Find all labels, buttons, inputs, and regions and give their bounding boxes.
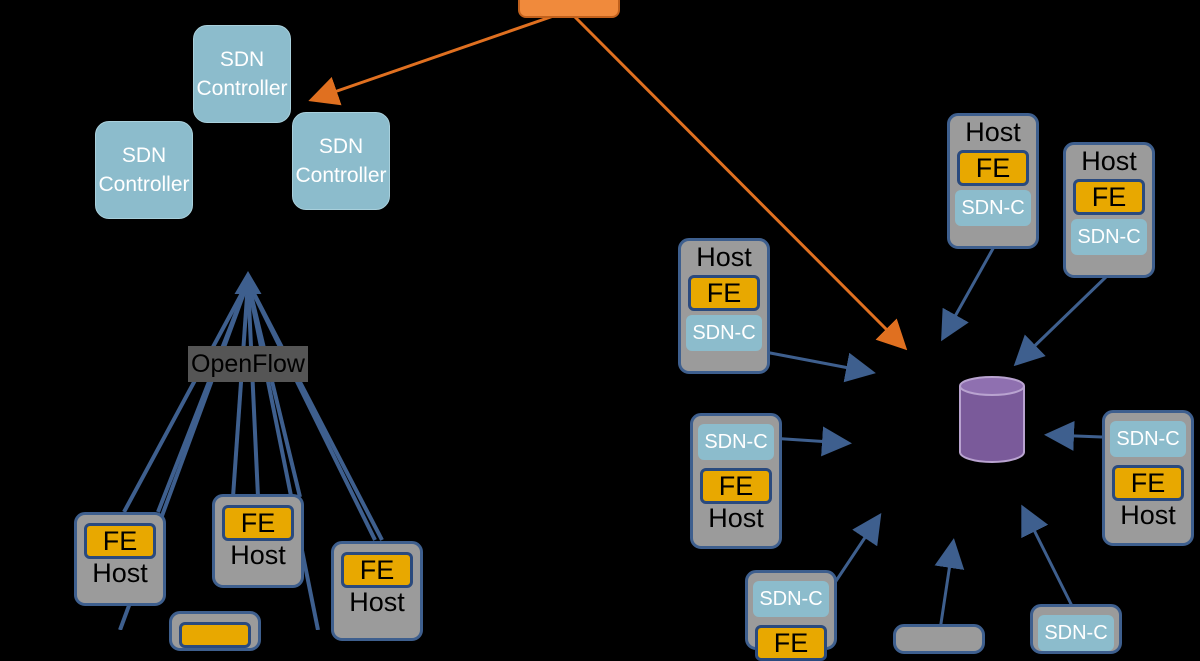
- left-host-2: FE Host: [212, 494, 304, 588]
- database-icon: [959, 376, 1025, 463]
- right-host-left-lower: SDN-C FE Host: [690, 413, 782, 549]
- host-label: Host: [1081, 146, 1137, 176]
- host-label: Host: [92, 558, 148, 588]
- sdnc-box: SDN-C: [1110, 421, 1186, 457]
- fe-box: FE: [1112, 465, 1184, 501]
- controller-label-line1: SDN: [219, 48, 265, 71]
- right-host-left-upper: Host FE SDN-C: [678, 238, 770, 374]
- fe-box: FE: [222, 505, 294, 541]
- fe-box: FE: [688, 275, 760, 311]
- controller-label-line1: SDN: [318, 135, 364, 158]
- left-host-3: FE Host: [331, 541, 423, 641]
- fe-box: FE: [700, 468, 772, 504]
- right-host-bottom-left: SDN-C FE: [745, 570, 837, 661]
- fe-box: FE: [755, 625, 827, 661]
- host-label: Host: [696, 242, 752, 272]
- fe-box: FE: [957, 150, 1029, 186]
- controller-label-line2: Controller: [98, 173, 190, 196]
- openflow-label: OpenFlow: [188, 346, 308, 382]
- right-host-top-1: Host FE SDN-C: [947, 113, 1039, 249]
- right-host-bottom-right: SDN-C: [1030, 604, 1122, 654]
- controller-label-line2: Controller: [295, 164, 387, 187]
- connection-lines: [118, 10, 1110, 630]
- sdnc-box: SDN-C: [753, 581, 829, 617]
- right-host-top-2: Host FE SDN-C: [1063, 142, 1155, 278]
- right-host-right: SDN-C FE Host: [1102, 410, 1194, 546]
- sdn-controller-left: SDN Controller: [95, 121, 193, 219]
- sdnc-box: SDN-C: [698, 424, 774, 460]
- sdn-controller-right: SDN Controller: [292, 112, 390, 210]
- fe-box: [179, 622, 251, 648]
- host-label: Host: [230, 540, 286, 570]
- left-host-1: FE Host: [74, 512, 166, 606]
- left-host-4-partial: [169, 611, 261, 651]
- sdnc-box: SDN-C: [955, 190, 1031, 226]
- host-label: Host: [349, 587, 405, 617]
- sdnc-box: SDN-C: [686, 315, 762, 351]
- host-label: Host: [1120, 500, 1176, 530]
- orange-arrow-to-database: [568, 10, 908, 351]
- sdnc-box: SDN-C: [1038, 615, 1114, 651]
- host-label: Host: [965, 117, 1021, 147]
- right-host-bottom-center-partial: [893, 624, 985, 654]
- fe-box: FE: [84, 523, 156, 559]
- orange-arrow-to-controller: [308, 10, 566, 106]
- sdn-controller-top: SDN Controller: [193, 25, 291, 123]
- controller-label-line1: SDN: [121, 144, 167, 167]
- fe-box: FE: [341, 552, 413, 588]
- host-label: Host: [708, 503, 764, 533]
- fe-box: FE: [1073, 179, 1145, 215]
- controller-label-line2: Controller: [196, 77, 288, 100]
- top-orchestrator-box: [518, 0, 620, 18]
- sdnc-box: SDN-C: [1071, 219, 1147, 255]
